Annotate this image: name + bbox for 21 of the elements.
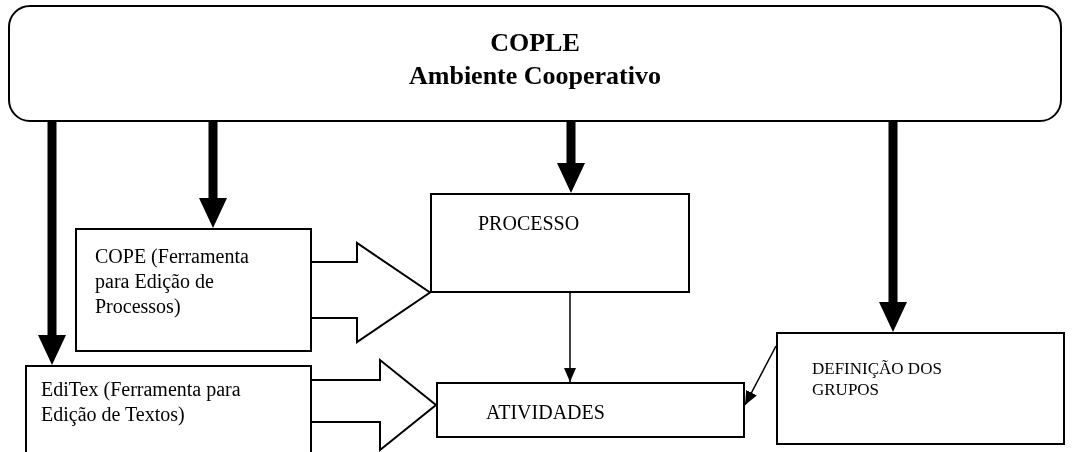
- process-box: [430, 193, 690, 293]
- arrow: [38, 122, 66, 365]
- environment-box: [8, 5, 1062, 122]
- arrow: [744, 345, 777, 406]
- arrow: [557, 122, 585, 193]
- node-text: COPLE: [489, 27, 581, 59]
- arrow: [879, 122, 907, 332]
- process-box: [436, 382, 745, 438]
- arrow: [311, 357, 438, 452]
- process-box: [776, 332, 1065, 445]
- arrow: [199, 122, 227, 228]
- node-text: COPE (Ferramenta para Edição de Processos): [95, 244, 250, 319]
- process-box: [75, 228, 312, 352]
- process-box: [25, 365, 312, 452]
- node-text: PROCESSO: [478, 211, 580, 236]
- node-text: EdiTex (Ferramenta para Edição de Textos): [41, 377, 242, 427]
- arrow: [564, 292, 576, 383]
- node-text: DEFINIÇÃO DOS GRUPOS: [812, 358, 943, 401]
- arrow: [311, 241, 432, 344]
- node-text: Ambiente Cooperativo: [408, 59, 662, 92]
- node-text: ATIVIDADES: [486, 400, 605, 425]
